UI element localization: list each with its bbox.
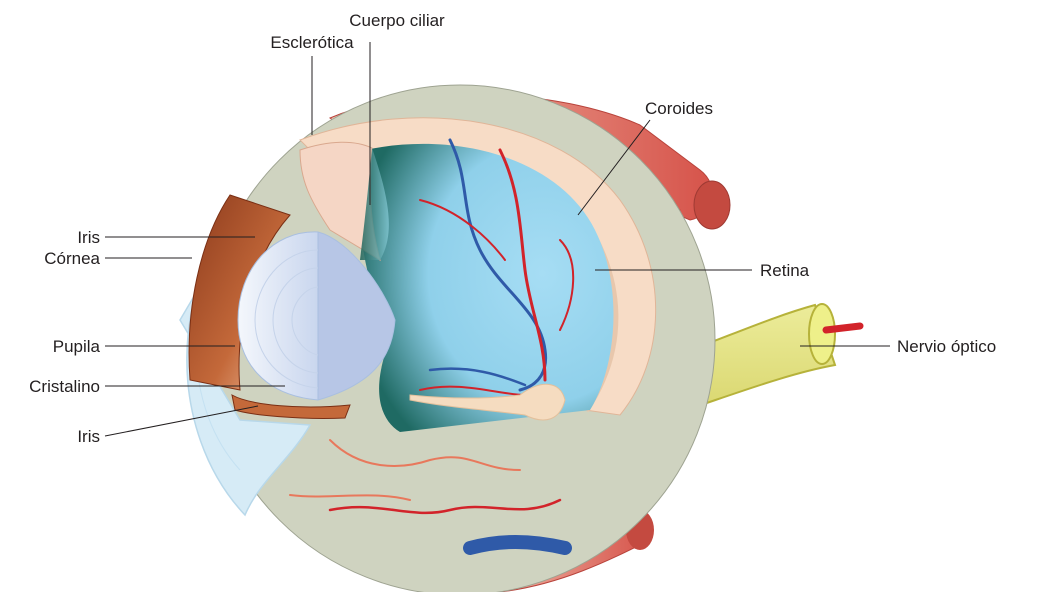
label-iris-lower: Iris bbox=[77, 427, 100, 446]
label-pupila: Pupila bbox=[53, 337, 101, 356]
label-cuerpo-ciliar: Cuerpo ciliar bbox=[349, 11, 445, 30]
label-nervio-optico: Nervio óptico bbox=[897, 337, 996, 356]
label-esclerotica: Esclerótica bbox=[270, 33, 354, 52]
label-retina: Retina bbox=[760, 261, 810, 280]
label-iris-upper: Iris bbox=[77, 228, 100, 247]
label-coroides: Coroides bbox=[645, 99, 713, 118]
label-cornea: Córnea bbox=[44, 249, 100, 268]
label-cristalino: Cristalino bbox=[29, 377, 100, 396]
vortex-vein bbox=[470, 542, 565, 548]
